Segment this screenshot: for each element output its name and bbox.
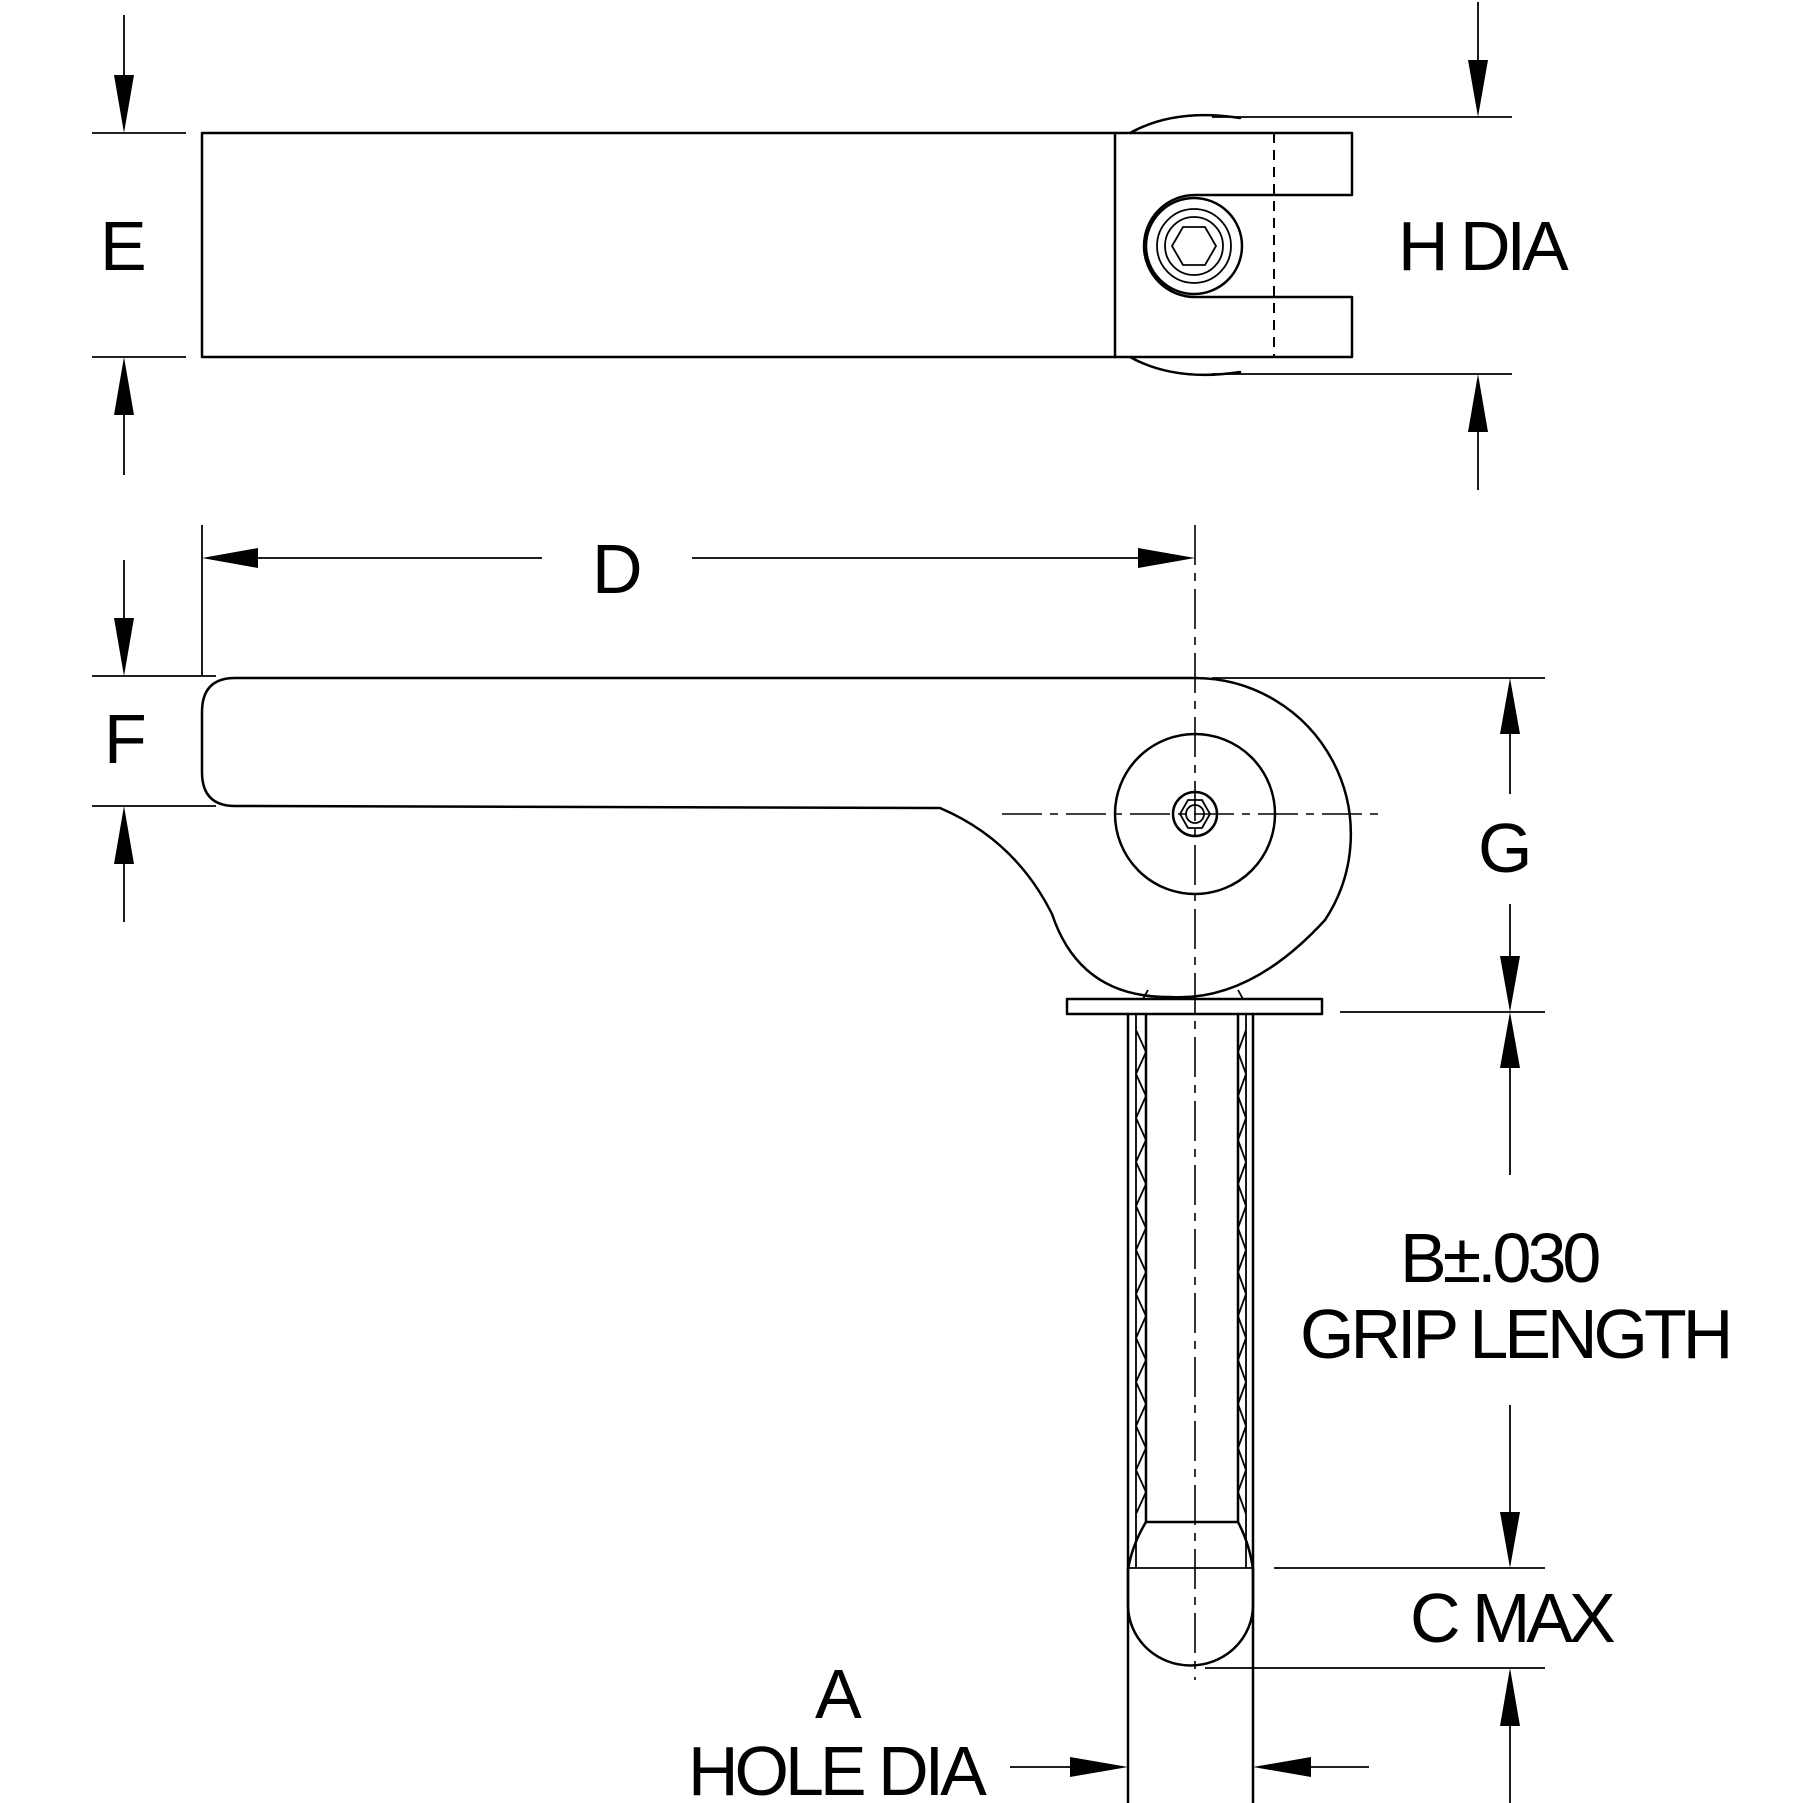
label-c-max: C MAX (1410, 1579, 1615, 1657)
dimension-e: E (92, 15, 186, 475)
label-grip-length: GRIP LENGTH (1300, 1295, 1729, 1373)
dimension-h-dia: H DIA (1212, 2, 1573, 490)
top-hex-socket-icon (1170, 226, 1218, 266)
dimension-a-hole-dia: A HOLE DIA (688, 1655, 1369, 1803)
top-clevis-fork (1113, 131, 1354, 359)
top-screw-inner-ring (1156, 208, 1232, 284)
pin-rounded-end (1126, 1566, 1255, 1667)
top-view: E H DIA (92, 2, 1573, 490)
top-screw-outer-ring (1144, 196, 1244, 296)
top-head-arc-bottom (1128, 355, 1242, 377)
dimension-b-grip-length: B±.030 GRIP LENGTH (1274, 1012, 1733, 1569)
dimension-f: F (92, 560, 216, 922)
pin-knurl-left (1135, 1029, 1147, 1515)
dimension-g: G (1212, 677, 1545, 1013)
label-hole-dia: HOLE DIA (688, 1732, 987, 1803)
label-b-tolerance: B±.030 (1400, 1219, 1599, 1297)
pin-flange (1065, 997, 1324, 1016)
dimension-d: D (201, 525, 1195, 676)
label-e: E (100, 207, 144, 285)
pin-tip-taper (1144, 1520, 1255, 1572)
top-screw-counterbore (1164, 216, 1224, 276)
side-view: D F G B±.030 (92, 525, 1733, 1803)
label-g: G (1478, 809, 1528, 887)
label-f: F (104, 700, 144, 778)
label-d: D (592, 530, 640, 608)
top-handle-bar (200, 131, 1117, 359)
side-handle-outline (200, 676, 1353, 999)
pin-knurl-right (1237, 1029, 1247, 1515)
dimension-c-max: C MAX (1205, 1579, 1619, 1803)
label-h-dia: H DIA (1398, 207, 1569, 285)
label-a: A (815, 1655, 862, 1733)
